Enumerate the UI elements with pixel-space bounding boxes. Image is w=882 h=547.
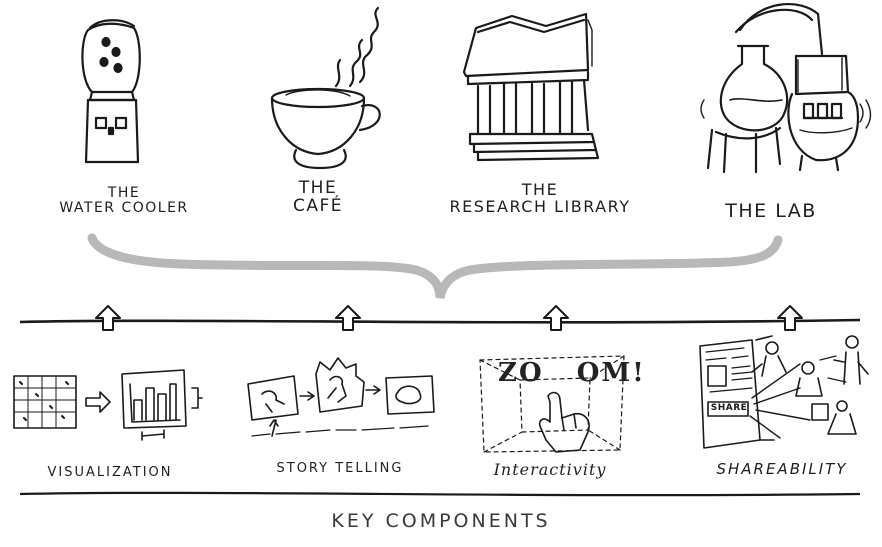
key-components-title: KEY COMPONENTS [331,510,551,532]
water-cooler-icon [81,19,141,164]
place-label-water-cooler: THE WATER COOLER [59,185,189,216]
up-arrow-visualization [95,305,121,331]
storyboard-icon [247,357,435,437]
grouping-brace [87,233,783,299]
component-label-storytelling: STORY TELLING [276,461,404,476]
up-arrow-interactivity [543,305,569,331]
share-text: SHARE [710,403,748,413]
chart-transform-icon [13,369,203,441]
zoom-text: ZO OM! [498,358,646,388]
zoom-gesture-icon [479,355,625,453]
coffee-cup-icon [270,6,381,170]
component-label-interactivity: Interactivity [493,460,607,479]
component-label-visualization: VISUALIZATION [47,465,173,480]
library-building-icon [462,12,600,162]
up-arrow-storytelling [335,305,361,331]
lower-divider [19,491,861,497]
share-network-icon [699,335,869,449]
component-label-shareability: SHAREABILITY [716,460,848,478]
upper-divider [19,318,861,324]
lab-apparatus-icon [700,3,872,174]
up-arrow-shareability [777,305,803,331]
place-label-lab: THE LAB [725,200,817,222]
place-label-research-library: THE RESEARCH LIBRARY [449,180,631,216]
place-label-cafe: THE CAFÉ [292,178,344,216]
